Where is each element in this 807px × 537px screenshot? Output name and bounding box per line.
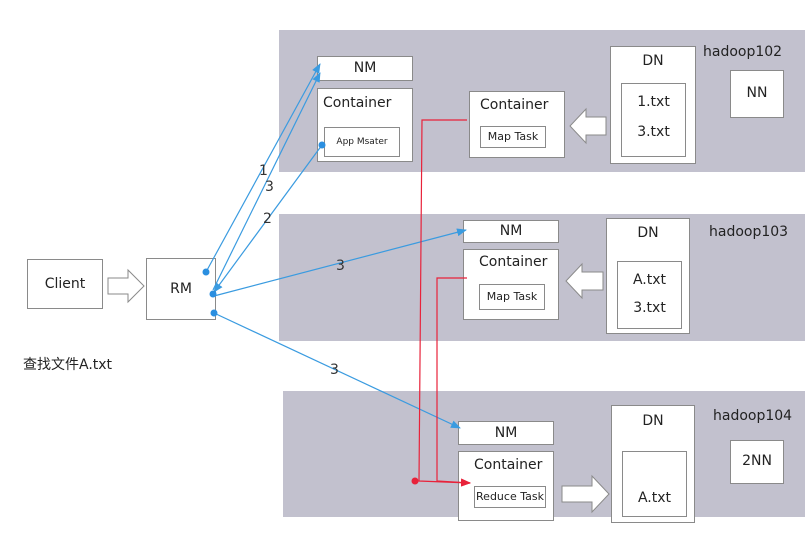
resource-arrow-102 — [212, 72, 321, 291]
edge-label-resource-103: 3 — [336, 258, 345, 274]
2nn-label: 2NN — [742, 453, 772, 469]
container-title: Container — [323, 95, 392, 111]
dn-files-box: A.txt 3.txt — [617, 261, 682, 329]
container-map-hadoop103: Container Map Task — [463, 249, 559, 320]
edge-label-register: 2 — [263, 211, 272, 227]
container-reduce-hadoop104: Container Reduce Task — [458, 451, 554, 521]
shuffle-line-103 — [436, 277, 471, 487]
nm-box-hadoop102: NM — [317, 56, 413, 81]
edge-label-resource-102: 3 — [265, 179, 274, 195]
file-label: A.txt — [637, 490, 672, 506]
reduce-task-box: Reduce Task — [474, 486, 546, 508]
file-label: 3.txt — [633, 300, 666, 316]
nm-label: NM — [353, 60, 377, 76]
container-map-hadoop102: Container Map Task — [469, 91, 565, 158]
client-to-rm-arrow — [107, 268, 145, 304]
query-text: 查找文件A.txt — [23, 357, 113, 373]
nn-label: NN — [746, 85, 768, 101]
client-label: Client — [44, 276, 86, 292]
app-master-label: App Msater — [336, 137, 388, 147]
edge-label-resource-104: 3 — [330, 362, 339, 378]
rm-label: RM — [170, 281, 192, 297]
nm-box-hadoop104: NM — [458, 421, 554, 445]
dn-title: DN — [642, 413, 664, 429]
reduce-task-label: Reduce Task — [476, 490, 544, 503]
register-arrow — [213, 144, 323, 293]
file-label: A.txt — [632, 272, 667, 288]
client-box: Client — [27, 259, 103, 309]
nm-label: NM — [499, 223, 523, 239]
host-name-hadoop102: hadoop102 — [703, 44, 783, 60]
dn-title: DN — [642, 53, 664, 69]
dn-files-box: A.txt — [622, 451, 687, 517]
nm-box-hadoop103: NM — [463, 220, 559, 243]
edge-label-submit: 1 — [259, 163, 268, 179]
dn-title: DN — [637, 225, 659, 241]
resource-arrow-103 — [213, 228, 467, 297]
dn-to-map-arrow-103 — [565, 262, 604, 300]
nm-label: NM — [494, 425, 518, 441]
dn-box-hadoop103: DN A.txt 3.txt — [606, 218, 690, 334]
2nn-box: 2NN — [730, 440, 784, 484]
submit-arrow — [205, 63, 321, 273]
container-title: Container — [479, 254, 548, 270]
map-task-label: Map Task — [486, 290, 538, 303]
dn-box-hadoop102: DN 1.txt 3.txt — [610, 46, 696, 164]
map-task-box: Map Task — [479, 284, 545, 310]
map-task-label: Map Task — [487, 130, 539, 143]
shuffle-dot — [411, 477, 419, 485]
dn-to-map-arrow-102 — [569, 107, 607, 145]
file-label: 1.txt — [637, 94, 670, 110]
endpoint-dot — [318, 141, 326, 149]
shuffle-line-102 — [418, 119, 471, 487]
container-am-hadoop102: Container App Msater — [317, 88, 413, 162]
file-label: 3.txt — [637, 124, 670, 140]
nn-box: NN — [730, 70, 784, 118]
endpoint-dot — [202, 268, 210, 276]
map-task-box: Map Task — [480, 126, 546, 148]
app-master-box: App Msater — [324, 127, 400, 157]
container-title: Container — [474, 457, 543, 473]
endpoint-dot — [209, 290, 217, 298]
host-name-hadoop104: hadoop104 — [713, 408, 793, 424]
reduce-to-dn-arrow-104 — [561, 474, 610, 514]
container-title: Container — [480, 97, 549, 113]
rm-box: RM — [146, 258, 216, 320]
dn-files-box: 1.txt 3.txt — [621, 83, 686, 157]
endpoint-dot — [210, 309, 218, 317]
dn-box-hadoop104: DN A.txt — [611, 405, 695, 523]
host-name-hadoop103: hadoop103 — [709, 224, 789, 240]
